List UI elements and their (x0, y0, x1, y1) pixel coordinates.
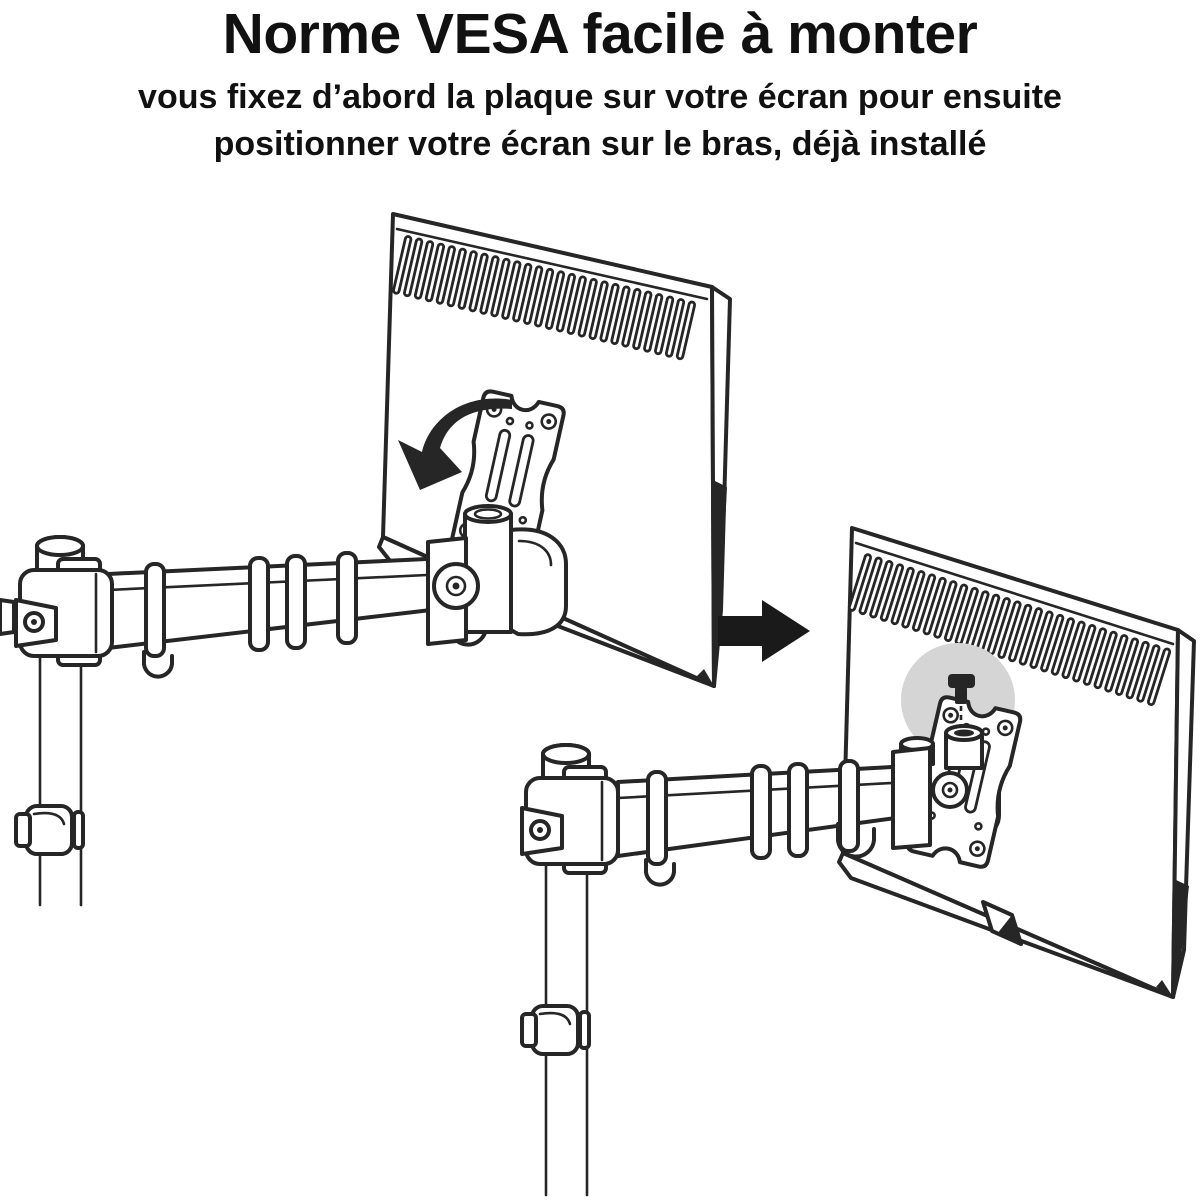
clamp-screw-left (23, 611, 45, 633)
monitor-arm-right (520, 674, 1024, 1197)
page-title-text: Norme VESA facile à monter (222, 2, 978, 66)
arm-joint-right (891, 693, 1024, 871)
pole-left (14, 535, 114, 907)
subtitle-line-2: positionner votre écran sur le bras, déj… (213, 125, 987, 163)
subtitle-line-1: vous fixez d’abord la plaque sur votre é… (138, 78, 1062, 116)
page-title: Norme VESA facile à monter (0, 2, 1200, 66)
arm-joint-left (426, 504, 568, 646)
cable-hook-right-2 (835, 822, 876, 859)
clamp-screw-right (529, 819, 551, 841)
cable-hook-right-1 (643, 858, 676, 887)
subtitle: vous fixez d’abord la plaque sur votre é… (0, 74, 1200, 168)
header: Norme VESA facile à monter vous fixez d’… (0, 0, 1200, 168)
thumbscrew-icon (948, 674, 975, 726)
vent-slots-right (847, 553, 1172, 706)
monitor-arm-left (0, 504, 568, 907)
cable-hook-left-1 (141, 650, 174, 679)
pole-right (520, 743, 620, 1197)
rotation-arrow-icon (398, 398, 512, 490)
vent-slots-left (392, 235, 697, 361)
step-arrow-icon (718, 600, 810, 662)
